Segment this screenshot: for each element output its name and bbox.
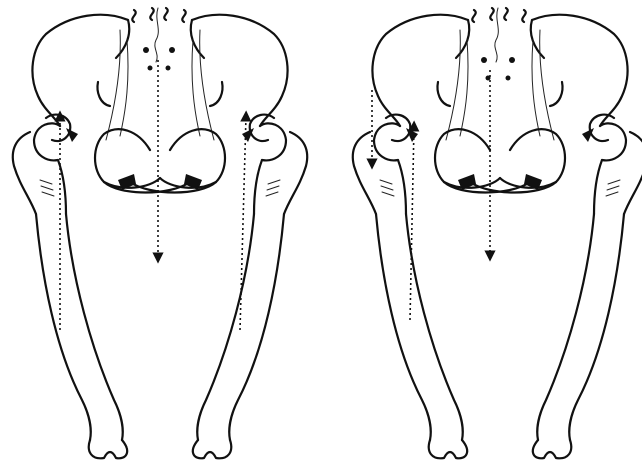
- left-pelvis: [13, 8, 307, 458]
- right-pelvis: [353, 8, 642, 458]
- force-arrow-left-2: [410, 126, 414, 320]
